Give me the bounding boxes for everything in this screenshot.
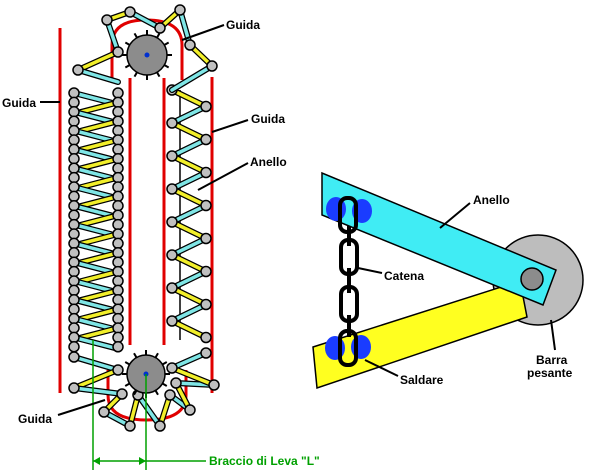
top-chain-links (72, 4, 218, 93)
label-guida-right: Guida (251, 112, 285, 126)
compressed-link-column (68, 87, 124, 353)
chain-links (338, 196, 359, 367)
pivot-hole (520, 267, 544, 291)
label-guida-top: Guida (226, 18, 260, 32)
leader-anello-left (197, 162, 249, 191)
label-catena: Catena (384, 269, 424, 283)
leader-catena (357, 267, 383, 274)
leader-guida-top (181, 24, 225, 41)
label-saldare: Saldare (400, 373, 444, 387)
yellow-lever-bar (312, 280, 528, 390)
label-anello-left: Anello (250, 155, 287, 169)
leader-barra (550, 319, 556, 351)
lever-arm-dimension (92, 340, 206, 470)
leader-guida-bottom (57, 399, 106, 416)
label-guida-bottom: Guida (18, 412, 52, 426)
bottom-chain-links (68, 347, 220, 432)
label-anello-right: Anello (473, 193, 510, 207)
zigzag-link-column (166, 84, 212, 344)
label-braccio: Braccio di Leva "L" (209, 454, 320, 468)
label-guida-left: Guida (2, 96, 36, 110)
leader-saldare (364, 359, 399, 377)
sprocket-icon (122, 30, 172, 80)
leader-anello-right (439, 202, 471, 229)
chain-mechanism (40, 4, 249, 470)
label-barra-line2: pesante (527, 366, 573, 380)
leader-guida-right (211, 119, 249, 133)
lever-detail (312, 171, 584, 390)
cyan-lever-bar (321, 171, 557, 306)
label-barra-line1: Barra (536, 353, 568, 367)
